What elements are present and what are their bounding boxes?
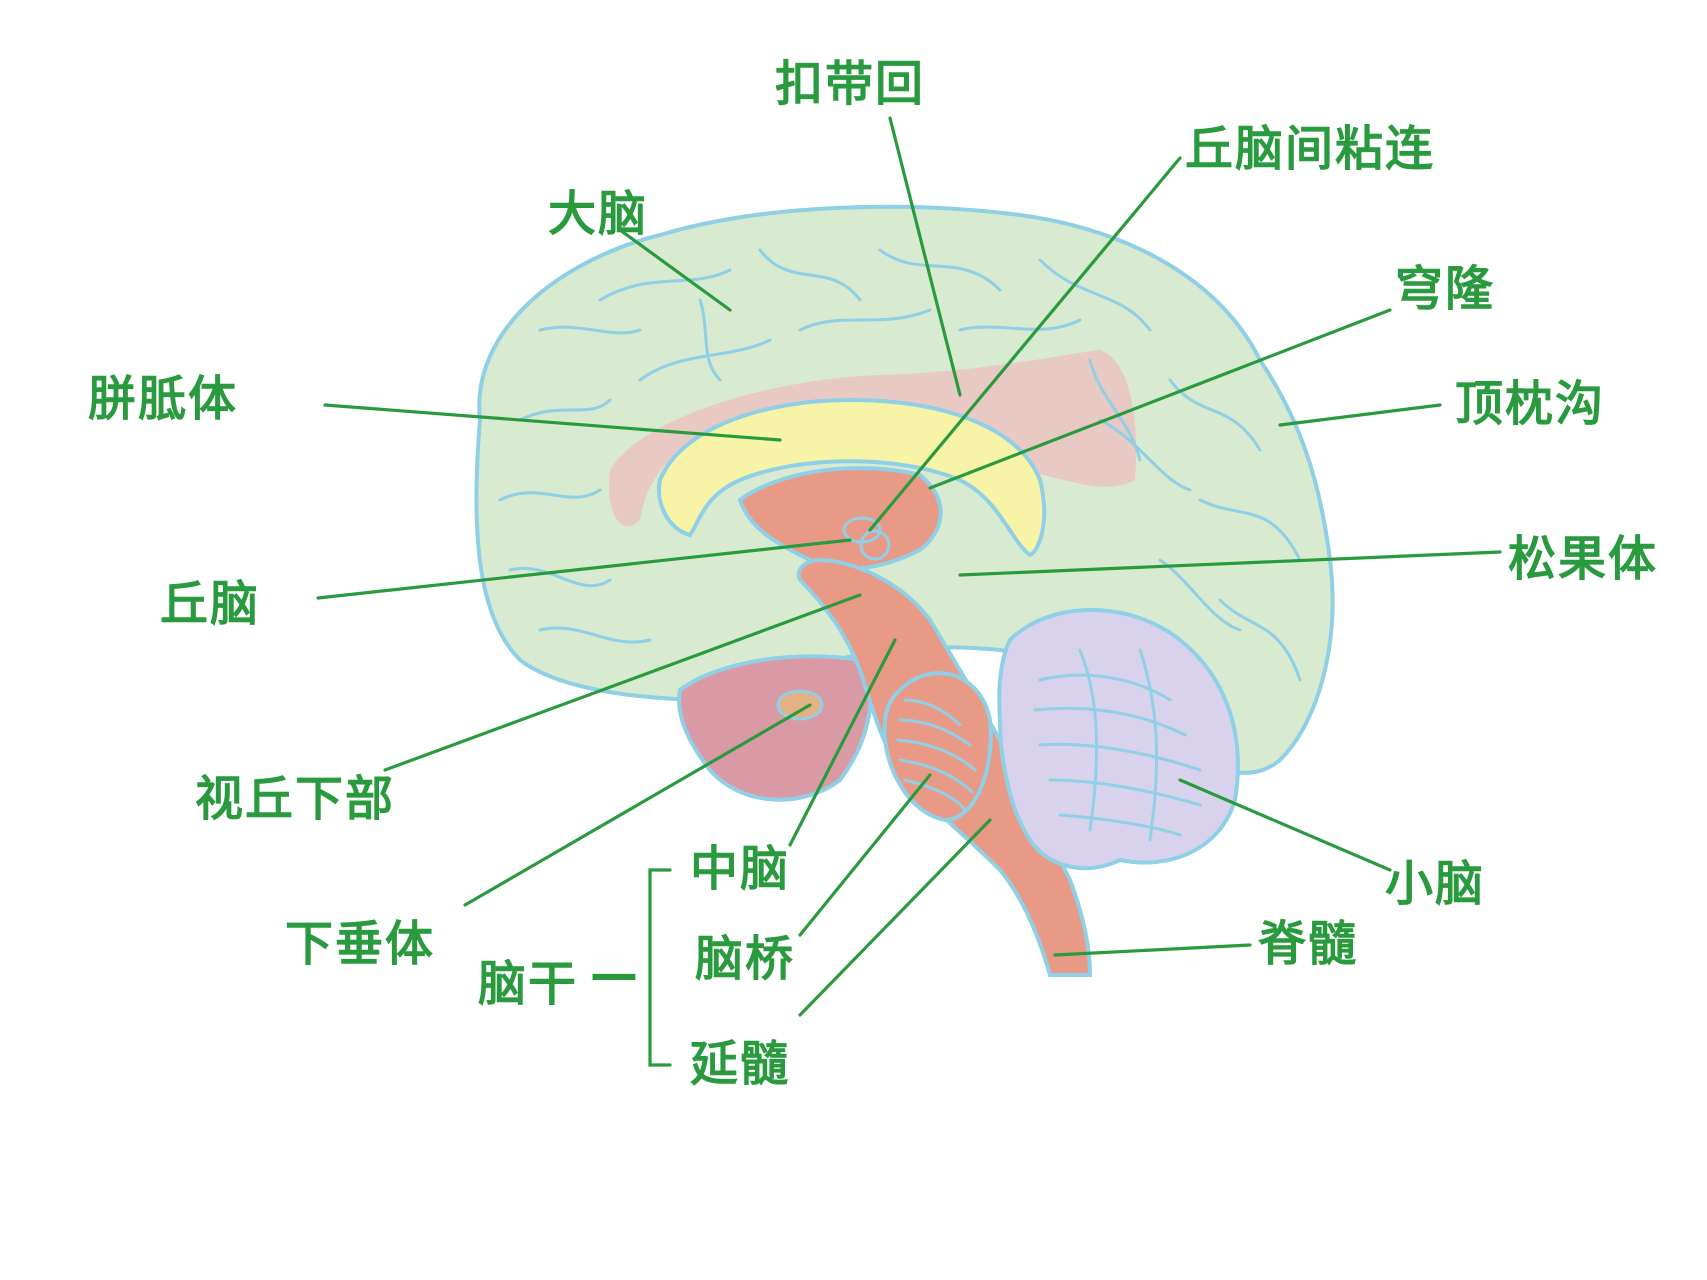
label-brainstem-dash: —	[590, 946, 640, 1002]
label-medulla: 延髓	[690, 1036, 790, 1092]
brain-illustration	[474, 204, 1335, 977]
label-pituitary: 下垂体	[285, 916, 435, 972]
leader-thalamus	[316, 538, 852, 600]
leader-cerebrum	[618, 228, 732, 312]
thalamus-shape	[737, 466, 943, 571]
label-interthalamic-adhesion: 丘脑间粘连	[1185, 121, 1435, 177]
label-cingulate-gyrus: 扣带回	[775, 56, 925, 112]
temporal-lobe-shape	[677, 654, 873, 802]
brainstem-bracket	[648, 868, 672, 1067]
interthalamic-shape	[842, 516, 882, 544]
labels: 大脑 扣带回 丘脑间粘连 穹隆 胼胝体 顶枕沟 丘脑 松果体 视丘下部 小脑 下…	[88, 56, 1658, 1092]
label-parieto-occipital-sulcus: 顶枕沟	[1455, 376, 1605, 432]
label-cerebellum: 小脑	[1385, 856, 1485, 912]
leader-fornix	[928, 308, 1392, 490]
label-corpus-callosum: 胼胝体	[88, 371, 238, 427]
label-pons: 脑桥	[695, 931, 795, 987]
cerebellum-folia	[1033, 648, 1202, 842]
label-thalamus: 丘脑	[160, 576, 260, 632]
leader-medulla	[798, 818, 992, 1017]
pons-striations	[896, 698, 977, 812]
leader-pituitary	[463, 703, 812, 907]
label-midbrain: 中脑	[690, 841, 790, 897]
leader-midbrain	[788, 638, 897, 847]
leader-pineal	[958, 550, 1502, 577]
label-cerebrum: 大脑	[548, 186, 648, 242]
pons-shape	[882, 671, 993, 823]
label-brainstem: 脑干	[478, 956, 578, 1012]
pituitary-shape	[776, 689, 824, 721]
cerebellum-shape	[997, 608, 1240, 871]
leader-cerebellum	[1178, 778, 1392, 872]
leader-hypothalamus	[383, 593, 862, 772]
leader-spinal-cord	[1053, 943, 1252, 957]
leader-corpus-callosum	[323, 403, 782, 442]
label-pineal-body: 松果体	[1508, 531, 1658, 587]
leader-interthalamic	[868, 156, 1182, 532]
cerebrum-gyri	[498, 248, 1302, 682]
leader-lines	[316, 116, 1502, 1067]
leader-cingulate	[888, 116, 962, 397]
pineal-shape	[859, 529, 891, 561]
label-fornix: 穹隆	[1395, 261, 1495, 317]
leader-pons	[798, 773, 932, 937]
leader-parieto-occipital	[1278, 403, 1442, 427]
label-hypothalamus: 视丘下部	[195, 771, 395, 827]
label-spinal-cord: 脊髓	[1258, 916, 1358, 972]
